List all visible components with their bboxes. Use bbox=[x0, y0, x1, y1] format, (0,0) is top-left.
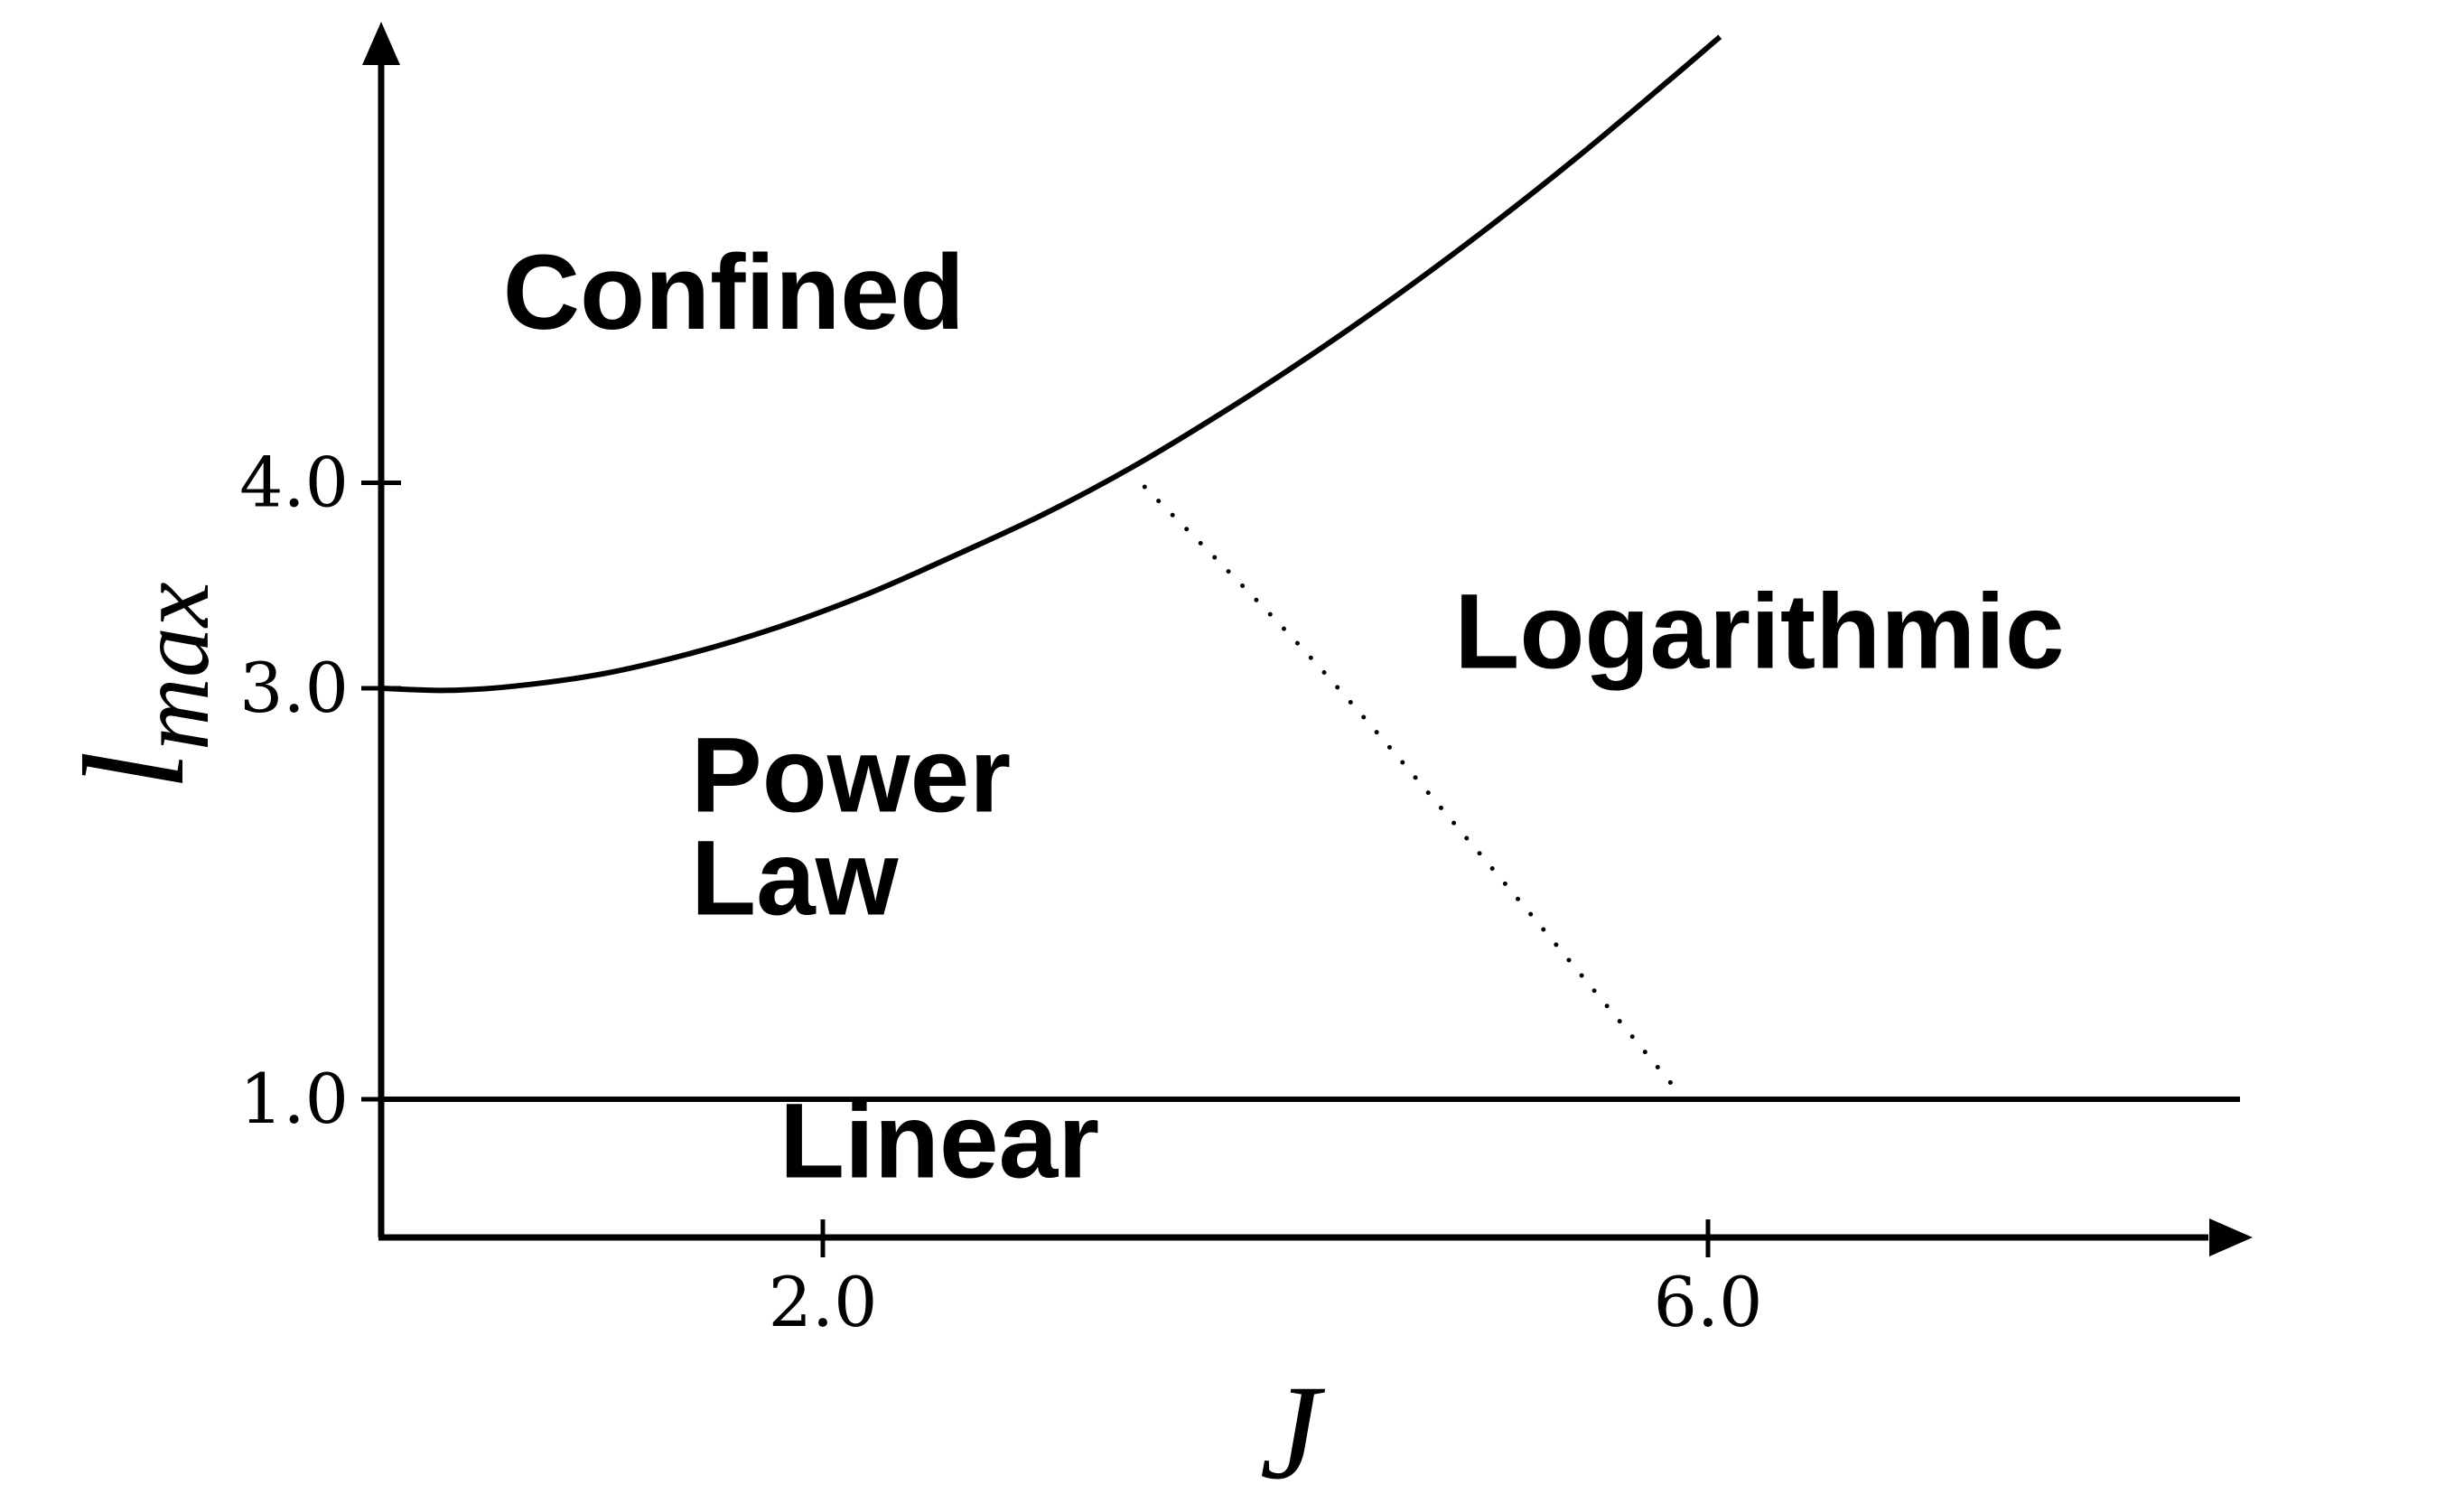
region-label-confined: Confined bbox=[503, 233, 965, 352]
y-axis-title: lmax bbox=[53, 582, 230, 790]
x-axis-arrowhead bbox=[2209, 1218, 2253, 1256]
y-tick-label: 3.0 bbox=[239, 648, 349, 728]
x-axis-title: J bbox=[1260, 1358, 1326, 1503]
region-label-law: Law bbox=[691, 818, 900, 938]
y-axis-title-main: l bbox=[53, 751, 214, 790]
x-tick-label: 2.0 bbox=[769, 1262, 878, 1342]
y-axis-title-sub: max bbox=[118, 582, 230, 751]
region-label-logarithmic: Logarithmic bbox=[1454, 572, 2064, 691]
y-tick-label: 1.0 bbox=[239, 1059, 349, 1139]
series-solid-boundary bbox=[380, 34, 1722, 694]
svg-text:lmax: lmax bbox=[53, 582, 230, 790]
region-label-power: Power bbox=[691, 716, 1011, 836]
series-layer bbox=[380, 34, 2240, 1103]
y-ticks: 1.0 3.0 4.0 bbox=[239, 443, 401, 1139]
y-axis-arrowhead bbox=[362, 22, 400, 65]
x-ticks: 2.0 6.0 bbox=[769, 1219, 1763, 1342]
x-tick-label: 6.0 bbox=[1654, 1262, 1763, 1342]
region-label-linear: Linear bbox=[779, 1081, 1099, 1200]
y-tick-label: 4.0 bbox=[239, 443, 349, 523]
